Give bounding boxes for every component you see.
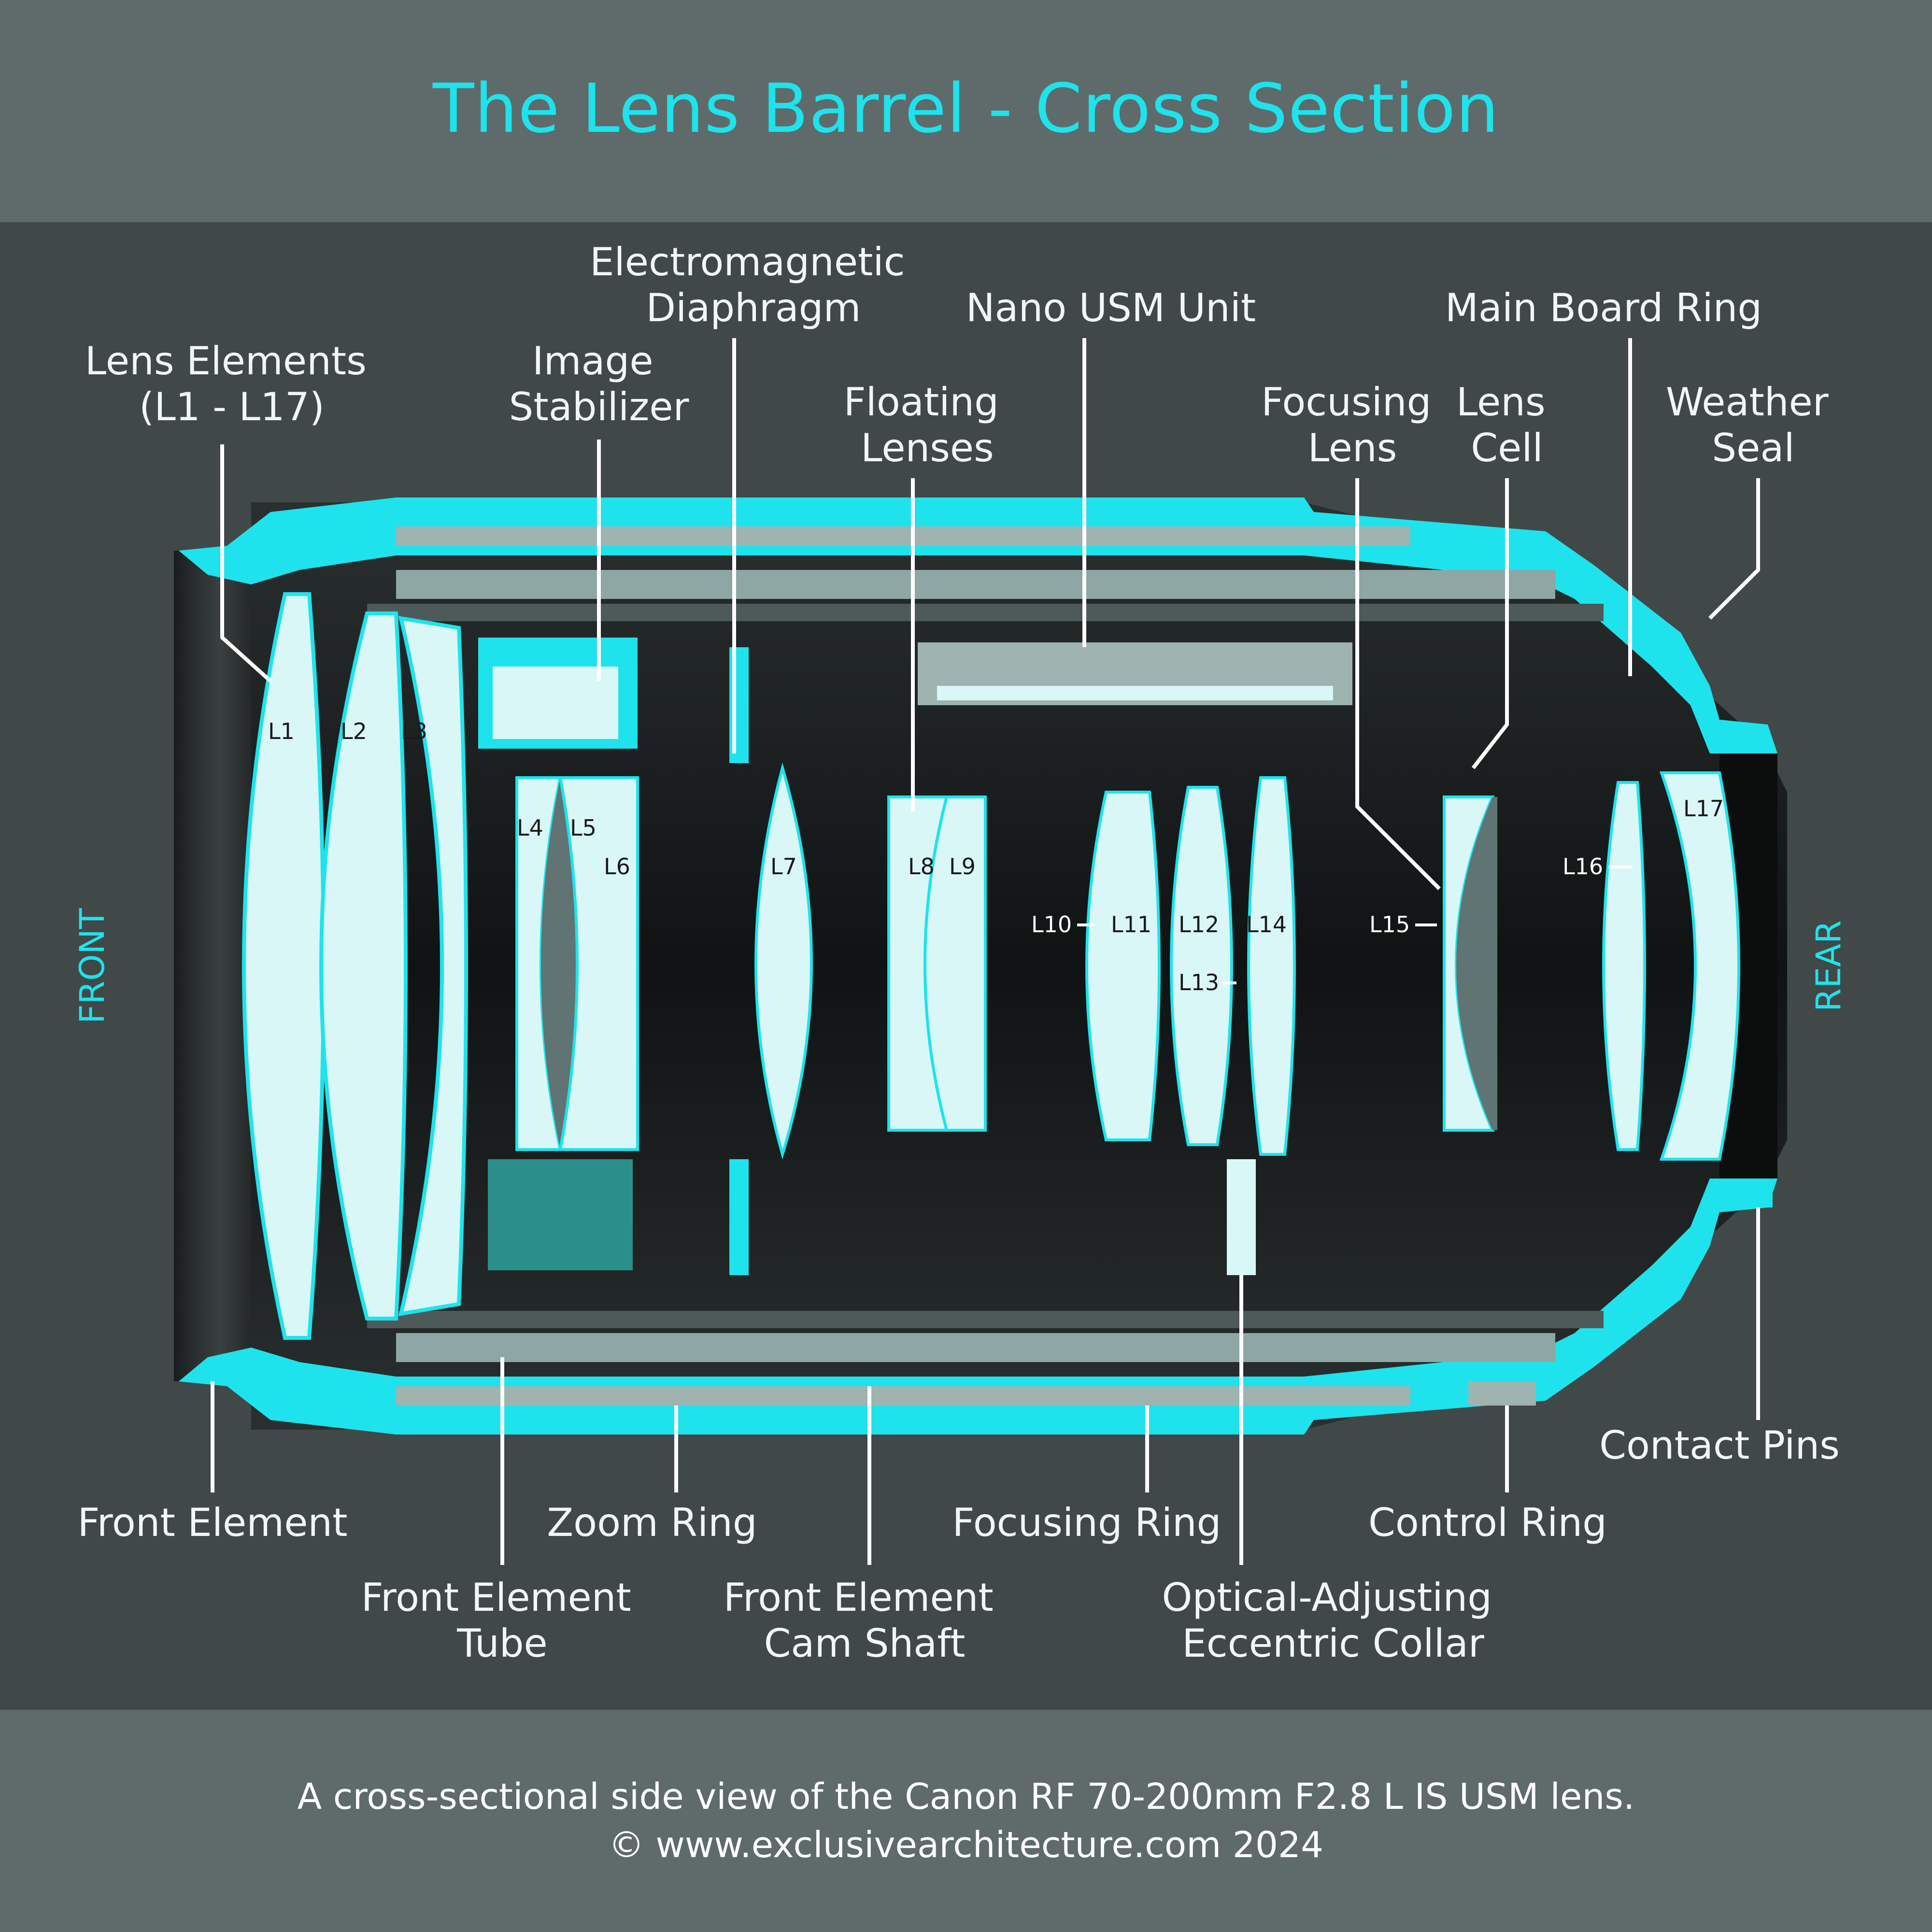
- element-label-L2: L2: [341, 718, 367, 744]
- page-title: The Lens Barrel - Cross Section: [432, 69, 1500, 148]
- label-front-element: Front Element: [78, 1500, 348, 1545]
- element-labels: L1 L2 L3 L4 L5 L6 L7 L8 L9 L10 L11 L12 L…: [268, 718, 1724, 995]
- label-lens-elements: Lens Elements (L1 - L17): [85, 339, 379, 429]
- eccentric-collar-part: [1227, 1159, 1256, 1275]
- lens-element-L12: [1170, 786, 1233, 1146]
- outer-shell-top: [179, 497, 1777, 753]
- leader-lens-elements: [220, 444, 272, 682]
- element-label-L8: L8: [908, 853, 935, 880]
- element-label-L6: L6: [604, 853, 630, 880]
- element-label-L10: L10: [1031, 911, 1072, 938]
- outer-shell-bottom: [179, 1179, 1777, 1435]
- lens-element-L17: [1659, 771, 1740, 1161]
- nano-usm-strip: [937, 686, 1333, 700]
- lens-element-L3: [398, 616, 468, 1316]
- lens-element-L6: [558, 776, 639, 1151]
- label-focusing-lens: Focusing Lens: [1261, 380, 1444, 470]
- element-label-L12: L12: [1179, 911, 1219, 938]
- glass-elements: [242, 592, 1740, 1340]
- element-label-L4: L4: [517, 815, 543, 841]
- side-label-rear: REAR: [1809, 920, 1848, 1011]
- caption-line-1: A cross-sectional side view of the Canon…: [297, 1776, 1635, 1818]
- lens-element-L2: [319, 611, 408, 1321]
- stabilizer-lower: [488, 1159, 633, 1270]
- label-contact-pins: Contact Pins: [1599, 1423, 1840, 1468]
- label-floating-lenses: Floating Lenses: [844, 380, 1011, 470]
- label-cam-shaft: Front Element Cam Shaft: [724, 1575, 1006, 1666]
- caption: A cross-sectional side view of the Canon…: [0, 1710, 1932, 1932]
- lens-element-L15-core: [1456, 797, 1497, 1130]
- leader-focusing-lens: [1355, 478, 1441, 890]
- caption-line-2: © www.exclusivearchitecture.com 2024: [608, 1824, 1324, 1866]
- element-label-L16: L16: [1563, 853, 1603, 880]
- callout-labels: Lens Elements (L1 - L17) Image Stabilize…: [78, 240, 1841, 1666]
- label-diaphragm: Electromagnetic Diaphragm: [590, 240, 917, 330]
- lens-element-L11: [1085, 791, 1161, 1141]
- label-main-board-ring: Main Board Ring: [1445, 285, 1762, 330]
- lens-element-L5: [541, 778, 577, 1150]
- diaphragm-bottom: [729, 1159, 749, 1275]
- lens-element-L7: [754, 762, 813, 1160]
- leader-lens-cell: [1471, 478, 1509, 769]
- leader-lines: [211, 338, 1760, 1565]
- lens-element-L16: [1602, 781, 1646, 1151]
- label-control-ring: Control Ring: [1368, 1500, 1607, 1545]
- label-weather-seal: Weather Seal: [1666, 380, 1841, 470]
- inner-tube-top: [367, 604, 1604, 621]
- lens-element-L9: [923, 796, 987, 1132]
- rear-contact-pins: [1729, 1179, 1773, 1208]
- label-nano-usm: Nano USM Unit: [966, 285, 1256, 330]
- lens-element-L14: [1247, 776, 1296, 1156]
- leader-weather-seal: [1708, 478, 1760, 620]
- side-label-front: FRONT: [72, 908, 112, 1023]
- element-label-L17: L17: [1683, 796, 1724, 822]
- cam-tube-bottom: [396, 1333, 1555, 1362]
- element-label-L15: L15: [1369, 911, 1410, 938]
- zoom-ring-band-bottom: [396, 1386, 1410, 1406]
- label-eccentric-collar: Optical-Adjusting Eccentric Collar: [1162, 1575, 1505, 1666]
- inner-tube-bottom: [367, 1311, 1604, 1328]
- control-ring-knurl: [1468, 1381, 1536, 1406]
- element-label-L9: L9: [949, 853, 976, 880]
- element-label-L5: L5: [570, 815, 597, 841]
- header: The Lens Barrel - Cross Section: [0, 0, 1932, 222]
- element-label-L3: L3: [401, 718, 427, 744]
- element-label-L1: L1: [268, 718, 295, 744]
- zoom-ring-band-top: [396, 526, 1410, 546]
- label-focusing-ring: Focusing Ring: [952, 1500, 1222, 1545]
- label-zoom-ring: Zoom Ring: [547, 1500, 757, 1545]
- element-label-L14: L14: [1246, 911, 1287, 938]
- lens-barrel: [174, 497, 1787, 1435]
- label-front-element-tube: Front Element Tube: [361, 1575, 643, 1666]
- lens-element-L1: [242, 592, 326, 1340]
- label-lens-cell: Lens Cell: [1456, 380, 1558, 470]
- element-label-L11: L11: [1111, 911, 1151, 938]
- cam-tube-top: [396, 570, 1555, 599]
- label-image-stabilizer: Image Stabilizer: [509, 339, 689, 429]
- element-label-L7: L7: [770, 853, 797, 880]
- element-label-L13: L13: [1179, 969, 1219, 995]
